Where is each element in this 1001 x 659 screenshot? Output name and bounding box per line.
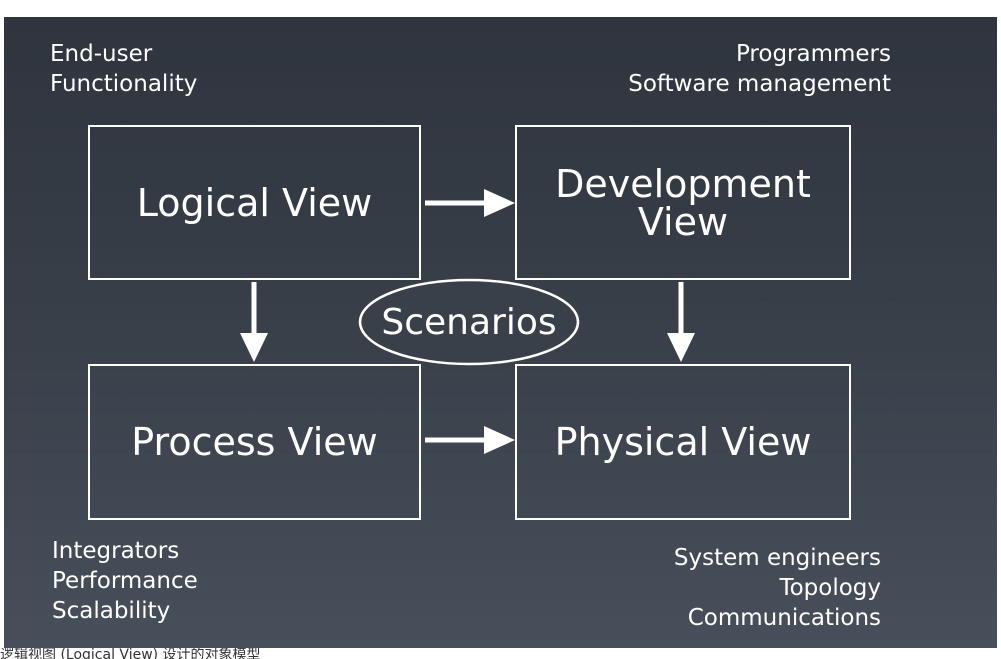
process-stakeholders: Integrators Performance Scalability <box>52 536 198 626</box>
development-view-box: Development View <box>515 125 851 280</box>
view-title-line: Development <box>555 161 811 206</box>
view-title: Physical View <box>555 423 812 461</box>
stakeholder-label: Programmers <box>735 41 891 67</box>
view-title-line: Logical View <box>136 180 373 225</box>
stakeholder-label: Integrators <box>52 538 180 564</box>
arrow-logical-to-development <box>425 189 515 217</box>
view-title: Process View <box>131 423 377 461</box>
concern-label: Scalability <box>52 598 171 624</box>
process-view-box: Process View <box>88 364 421 520</box>
stakeholder-label: System engineers <box>673 545 881 571</box>
concern-label: Communications <box>687 605 881 631</box>
stakeholder-label: End-user <box>50 41 153 67</box>
connectors <box>240 189 695 454</box>
concern-label: Functionality <box>50 71 198 97</box>
logical-view-box: Logical View <box>88 125 421 280</box>
arrow-logical-to-process <box>240 282 268 362</box>
view-title: Logical View <box>137 184 372 222</box>
physical-stakeholders: System engineers Topology Communications <box>674 543 881 633</box>
concern-label: Performance <box>52 568 198 594</box>
physical-view-box: Physical View <box>515 364 851 520</box>
view-title-line: Process View <box>131 420 378 464</box>
logical-stakeholders: End-user Functionality <box>50 39 197 99</box>
view-title: Development View <box>555 165 811 241</box>
image-caption: 逻辑视图 (Logical View) 设计的对象模型 <box>0 648 261 659</box>
scenarios-ellipse <box>358 278 580 366</box>
diagram-slide: End-user Functionality Programmers Softw… <box>4 17 997 648</box>
development-stakeholders: Programmers Software management <box>628 39 891 99</box>
concern-label: Topology <box>779 575 881 601</box>
view-title-line: View <box>637 199 729 244</box>
view-title-line: Physical View <box>554 420 812 464</box>
arrow-process-to-physical <box>425 426 515 454</box>
arrow-development-to-physical <box>667 282 695 362</box>
concern-label: Software management <box>628 71 891 97</box>
scenarios-label: Scenarios <box>381 301 557 343</box>
